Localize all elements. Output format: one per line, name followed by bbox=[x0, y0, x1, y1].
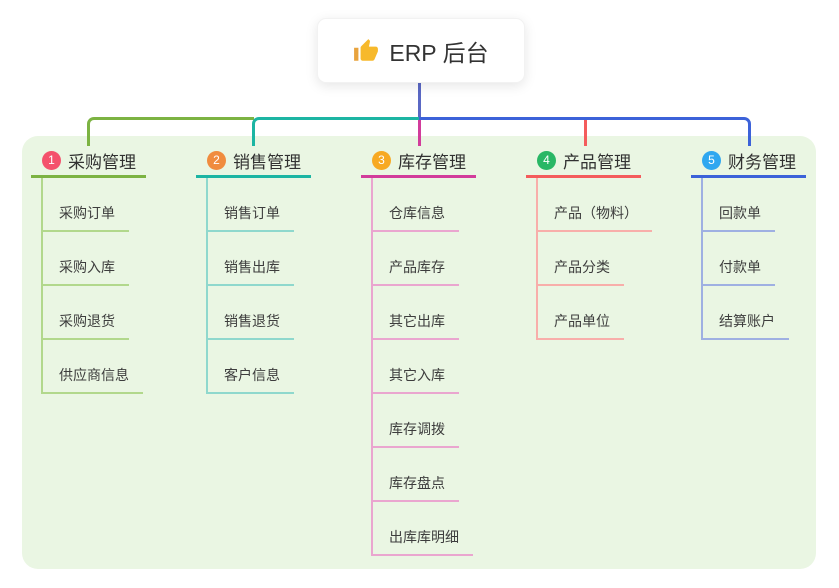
leaf-node[interactable]: 出库库明细 bbox=[373, 502, 476, 556]
branch-items: 采购订单 采购入库 采购退货 供应商信息 bbox=[41, 178, 146, 394]
leaf-node-label: 销售退货 bbox=[208, 311, 294, 340]
connector-branch-4 bbox=[584, 120, 587, 146]
leaf-node-label: 付款单 bbox=[703, 257, 775, 286]
leaf-node-label: 结算账户 bbox=[703, 311, 789, 340]
connector-branch-2 bbox=[252, 117, 421, 146]
branch-items: 销售订单 销售出库 销售退货 客户信息 bbox=[206, 178, 311, 394]
branch-node[interactable]: 4 产品管理 bbox=[526, 141, 641, 178]
branch-node[interactable]: 1 采购管理 bbox=[31, 141, 146, 178]
leaf-node[interactable]: 采购退货 bbox=[43, 286, 146, 340]
leaf-node-label: 销售订单 bbox=[208, 203, 294, 232]
leaf-node-label: 产品库存 bbox=[373, 257, 459, 286]
leaf-node[interactable]: 产品库存 bbox=[373, 232, 476, 286]
leaf-node[interactable]: 结算账户 bbox=[703, 286, 806, 340]
branch-3: 3 库存管理 仓库信息 产品库存 其它出库 其它入库 库存调拨 库存盘点 出库库… bbox=[361, 141, 476, 556]
thumbs-up-icon bbox=[353, 38, 379, 64]
leaf-node-label: 采购退货 bbox=[43, 311, 129, 340]
branch-title: 销售管理 bbox=[233, 152, 301, 172]
leaf-node-label: 其它入库 bbox=[373, 365, 459, 394]
leaf-node-label: 产品单位 bbox=[538, 311, 624, 340]
leaf-node-label: 库存盘点 bbox=[373, 473, 459, 502]
branch-5: 5 财务管理 回款单 付款单 结算账户 bbox=[691, 141, 806, 340]
root-node[interactable]: ERP 后台 bbox=[317, 18, 525, 83]
leaf-node[interactable]: 产品（物料） bbox=[538, 178, 652, 232]
leaf-node-label: 产品（物料） bbox=[538, 203, 652, 232]
connector-branch-3 bbox=[418, 120, 421, 146]
leaf-node[interactable]: 付款单 bbox=[703, 232, 806, 286]
leaf-node[interactable]: 产品分类 bbox=[538, 232, 641, 286]
leaf-node[interactable]: 客户信息 bbox=[208, 340, 311, 394]
branch-title: 库存管理 bbox=[398, 152, 466, 172]
branch-number-badge: 3 bbox=[372, 150, 391, 170]
leaf-node-label: 采购入库 bbox=[43, 257, 129, 286]
leaf-node[interactable]: 仓库信息 bbox=[373, 178, 476, 232]
branch-items: 产品（物料） 产品分类 产品单位 bbox=[536, 178, 652, 340]
branch-title: 产品管理 bbox=[563, 152, 631, 172]
leaf-node-label: 供应商信息 bbox=[43, 365, 143, 394]
branch-node[interactable]: 5 财务管理 bbox=[691, 141, 806, 178]
connector-branch-5 bbox=[419, 117, 751, 146]
branch-items: 回款单 付款单 结算账户 bbox=[701, 178, 806, 340]
branch-node[interactable]: 2 销售管理 bbox=[196, 141, 311, 178]
leaf-node-label: 产品分类 bbox=[538, 257, 624, 286]
root-title: ERP 后台 bbox=[389, 39, 489, 66]
leaf-node[interactable]: 其它出库 bbox=[373, 286, 476, 340]
branch-title: 财务管理 bbox=[728, 152, 796, 172]
connector-branch-1 bbox=[87, 117, 254, 146]
branches-panel bbox=[22, 136, 816, 569]
branch-2: 2 销售管理 销售订单 销售出库 销售退货 客户信息 bbox=[196, 141, 311, 394]
branch-1: 1 采购管理 采购订单 采购入库 采购退货 供应商信息 bbox=[31, 141, 146, 394]
leaf-node[interactable]: 回款单 bbox=[703, 178, 806, 232]
leaf-node[interactable]: 销售出库 bbox=[208, 232, 311, 286]
leaf-node-label: 仓库信息 bbox=[373, 203, 459, 232]
leaf-node-label: 出库库明细 bbox=[373, 527, 473, 556]
branch-items: 仓库信息 产品库存 其它出库 其它入库 库存调拨 库存盘点 出库库明细 bbox=[371, 178, 476, 556]
leaf-node[interactable]: 供应商信息 bbox=[43, 340, 146, 394]
leaf-node[interactable]: 其它入库 bbox=[373, 340, 476, 394]
leaf-node-label: 销售出库 bbox=[208, 257, 294, 286]
leaf-node-label: 其它出库 bbox=[373, 311, 459, 340]
leaf-node[interactable]: 库存调拨 bbox=[373, 394, 476, 448]
connector-root bbox=[418, 81, 421, 121]
leaf-node[interactable]: 产品单位 bbox=[538, 286, 641, 340]
branch-number-badge: 4 bbox=[537, 150, 556, 170]
branch-number-badge: 5 bbox=[702, 150, 721, 170]
branch-number-badge: 2 bbox=[207, 150, 226, 170]
leaf-node[interactable]: 采购入库 bbox=[43, 232, 146, 286]
leaf-node-label: 回款单 bbox=[703, 203, 775, 232]
branch-4: 4 产品管理 产品（物料） 产品分类 产品单位 bbox=[526, 141, 652, 340]
branch-node[interactable]: 3 库存管理 bbox=[361, 141, 476, 178]
branch-title: 采购管理 bbox=[68, 152, 136, 172]
leaf-node[interactable]: 采购订单 bbox=[43, 178, 146, 232]
leaf-node[interactable]: 销售退货 bbox=[208, 286, 311, 340]
leaf-node[interactable]: 销售订单 bbox=[208, 178, 311, 232]
leaf-node-label: 库存调拨 bbox=[373, 419, 459, 448]
branch-number-badge: 1 bbox=[42, 150, 61, 170]
leaf-node-label: 采购订单 bbox=[43, 203, 129, 232]
leaf-node-label: 客户信息 bbox=[208, 365, 294, 394]
leaf-node[interactable]: 库存盘点 bbox=[373, 448, 476, 502]
